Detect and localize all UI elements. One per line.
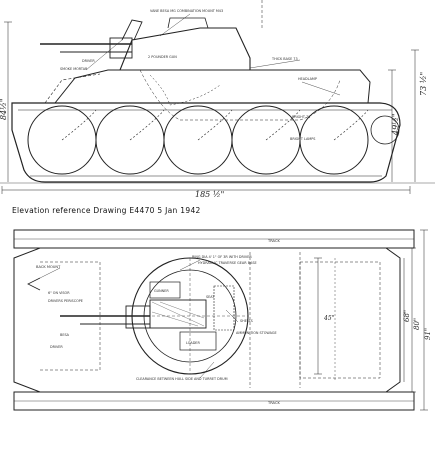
loader-seat xyxy=(179,331,217,351)
label-bright-lamps: BRIGHT LAMPS xyxy=(290,137,315,141)
plan-width-mid-dim: 80" xyxy=(413,318,421,330)
gunner-seat xyxy=(149,281,181,299)
suspension xyxy=(61,109,369,141)
gun-mantlet xyxy=(109,37,133,59)
plan-ammo: AMMUNITION STOWAGE xyxy=(236,331,277,335)
plan-traverse: HYDRAULIC TRAVERSE GEAR BASE xyxy=(198,261,257,265)
label-headlamp: HEADLAMP xyxy=(298,77,317,81)
plan-visor: 6" ON VISOR xyxy=(48,291,70,295)
turret-hatch xyxy=(167,17,209,29)
right-height-dim: 73 ½" xyxy=(419,72,428,96)
label-besa: VANE BESA MG COMBINATION MOUNT M43 xyxy=(150,9,223,13)
plan-besa: BESA xyxy=(60,333,70,337)
plan-width-outer-dim: 91" xyxy=(424,328,432,340)
smoke-mortar-tube xyxy=(121,19,143,41)
plan-back-mount: BACK MOUNT xyxy=(36,265,61,269)
road-wheels xyxy=(27,105,400,175)
road-wheel xyxy=(299,105,369,175)
driver-compartment xyxy=(40,261,101,371)
engine-hatch xyxy=(299,261,381,379)
drawing-caption: Elevation reference Drawing E4470 5 Jan … xyxy=(12,206,201,215)
crew-outline xyxy=(149,74,221,106)
elevation-leaders xyxy=(85,13,341,96)
plan-track-bottom: TRACK xyxy=(267,401,280,405)
plan-width-inner-dim: 68" xyxy=(403,310,411,322)
drive-sprocket xyxy=(370,115,400,145)
plan-track-top: TRACK xyxy=(267,239,280,243)
turret-hatching xyxy=(151,301,205,327)
turret xyxy=(119,27,251,71)
elevation-dimensions xyxy=(1,0,419,194)
plan-gap-note: CLEARANCE BETWEEN HULL SIDE AND TURRET D… xyxy=(136,377,228,381)
hull-deck-plan xyxy=(13,247,401,393)
driver-periscope xyxy=(27,277,41,291)
plan-gunner: GUNNER xyxy=(154,289,169,293)
nose-plate xyxy=(44,73,101,104)
plan-driver: DRIVER xyxy=(50,345,63,349)
track-outline xyxy=(11,102,401,183)
plan-seat: SEAT xyxy=(206,295,215,299)
elevation-view: 185 ½" 84½" 49½" 73 ½" VANE BESA MG COMB… xyxy=(0,0,435,199)
plan-shells: SHELLS xyxy=(240,319,253,323)
label-driver: DRIVER xyxy=(82,59,95,63)
plan-loader: LOADER xyxy=(186,341,200,345)
plan-leaders xyxy=(39,259,239,379)
hull-height-dim: 49½" xyxy=(391,113,400,136)
mantlet-plan xyxy=(125,305,151,329)
ammo-stowage xyxy=(213,285,235,331)
plan-dimensions xyxy=(314,229,428,411)
label-gun: 2 POUNDER GUN xyxy=(148,55,177,59)
label-bright: BRIGHT 76 xyxy=(292,115,310,119)
label-thick: THICK BASE 73 xyxy=(271,57,298,61)
plan-view: 91" 80" 68" 45" RING DIA 4' 1" OF 3R WIT… xyxy=(13,229,432,411)
turret-ring-dim: 45" xyxy=(323,315,335,322)
label-smoke: SMOKE MORTAR xyxy=(60,67,88,71)
hull-superstructure xyxy=(54,69,371,104)
overall-height-dim: 84½" xyxy=(0,98,8,120)
overall-length-dim: 185 ½" xyxy=(195,190,224,199)
plan-ring-note: RING DIA 4' 1" OF 3R WITH DRIVER xyxy=(192,255,252,259)
plan-periscope: DRIVERS PERISCOPE xyxy=(48,299,83,303)
